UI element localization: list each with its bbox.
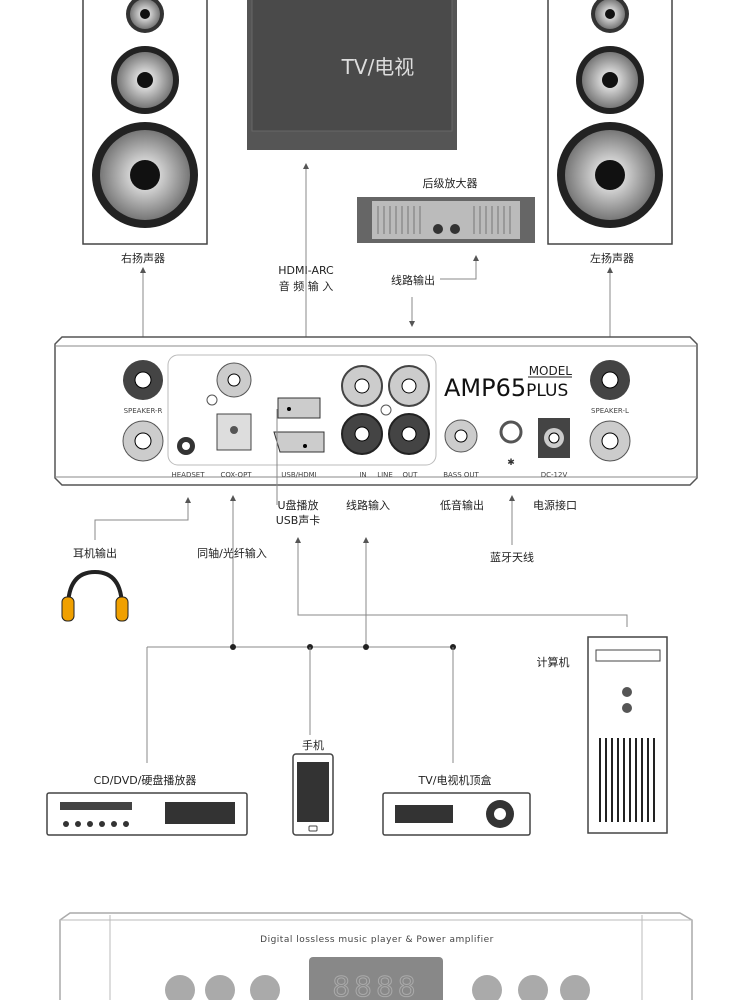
front-button[interactable] [472,975,502,1000]
coax-optical-label: 同轴/光纤输入 [197,546,267,560]
line-out-label: 线路输出 [391,273,435,287]
amp-rear-panel: ✱ MODEL AMP65PLUS SPEAKER-R SPEAKER-L HE… [54,336,698,486]
display-digits: 8888 [332,970,419,1000]
headphones-icon [61,569,129,622]
front-button[interactable] [165,975,195,1000]
usb-play-label: U盘播放 [277,498,318,512]
settop-box [382,792,531,836]
left-speaker-label: 左扬声器 [590,251,634,265]
bluetooth-antenna-label: 蓝牙天线 [490,550,534,564]
port-label: SPEAKER-R [124,407,163,415]
port-label: SPEAKER-L [591,407,629,415]
computer-label: 计算机 [537,655,570,669]
model-label: MODEL [529,364,573,378]
right-speaker [82,0,208,245]
hdmi-arc-label: HDMI-ARC [278,264,334,277]
headphone-out-label: 耳机输出 [73,546,117,560]
line-in-label: 线路输入 [346,498,390,512]
port-label: HEADSET [171,471,205,479]
tv: TV/电视 [247,0,457,150]
front-panel-title: Digital lossless music player & Power am… [260,935,494,945]
port-label: DC-12V [541,471,568,479]
power-label: 电源接口 [533,498,577,512]
amp-front-panel: Digital lossless music player & Power am… [59,912,693,1000]
bluetooth-icon: ✱ [507,458,515,468]
front-button[interactable] [250,975,280,1000]
tv-label: TV/电视 [341,55,415,79]
bass-out-label: 低音输出 [440,498,484,512]
front-button[interactable] [205,975,235,1000]
port-label: LINE [377,471,393,479]
settop-box-label: TV/电视机顶盒 [418,773,492,787]
usb-card-label: USB声卡 [276,513,321,527]
port-label: BASS OUT [443,471,479,479]
port-label: USB/HDMI [281,471,317,479]
port-label: COX-OPT [220,471,252,479]
cd-player-label: CD/DVD/硬盘播放器 [94,773,197,787]
phone-label: 手机 [302,738,324,752]
port-label: IN [359,471,366,479]
computer-tower [587,636,668,834]
phone [292,753,334,836]
power-amp-label: 后级放大器 [423,176,478,190]
model-name: AMP65PLUS [444,374,568,402]
front-button[interactable] [560,975,590,1000]
cd-player [46,792,248,836]
audio-input-label: 音 频 输 入 [279,279,334,293]
right-speaker-label: 右扬声器 [121,251,165,265]
front-button[interactable] [518,975,548,1000]
display-screen [309,957,443,1000]
left-speaker [547,0,673,245]
power-amp [357,197,535,243]
port-label: OUT [403,471,419,479]
